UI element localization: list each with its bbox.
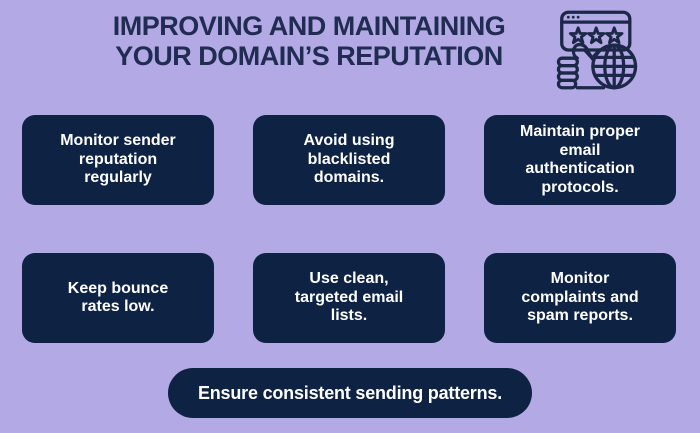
card-row-2: Keep bounce rates low. Use clean, target… [0,253,700,343]
footer-banner: Ensure consistent sending patterns. [168,368,532,418]
browser-window-icon [560,10,632,52]
card-email-authentication: Maintain proper email authentication pro… [484,115,676,205]
globe-icon [591,43,638,90]
page-title: IMPROVING AND MAINTAINING YOUR DOMAIN’S … [112,11,506,71]
star-icons [568,26,624,45]
card-keep-bounce-rates-low: Keep bounce rates low. [22,253,214,343]
card-monitor-complaints: Monitor complaints and spam reports. [484,253,676,343]
card-avoid-blacklisted-domains: Avoid using blacklisted domains. [253,115,445,205]
card-monitor-sender-reputation: Monitor sender reputation regularly [22,115,214,205]
card-clean-email-lists: Use clean, targeted email lists. [253,253,445,343]
domain-reputation-icon [556,8,638,92]
card-row-1: Monitor sender reputation regularly Avoi… [0,115,700,205]
